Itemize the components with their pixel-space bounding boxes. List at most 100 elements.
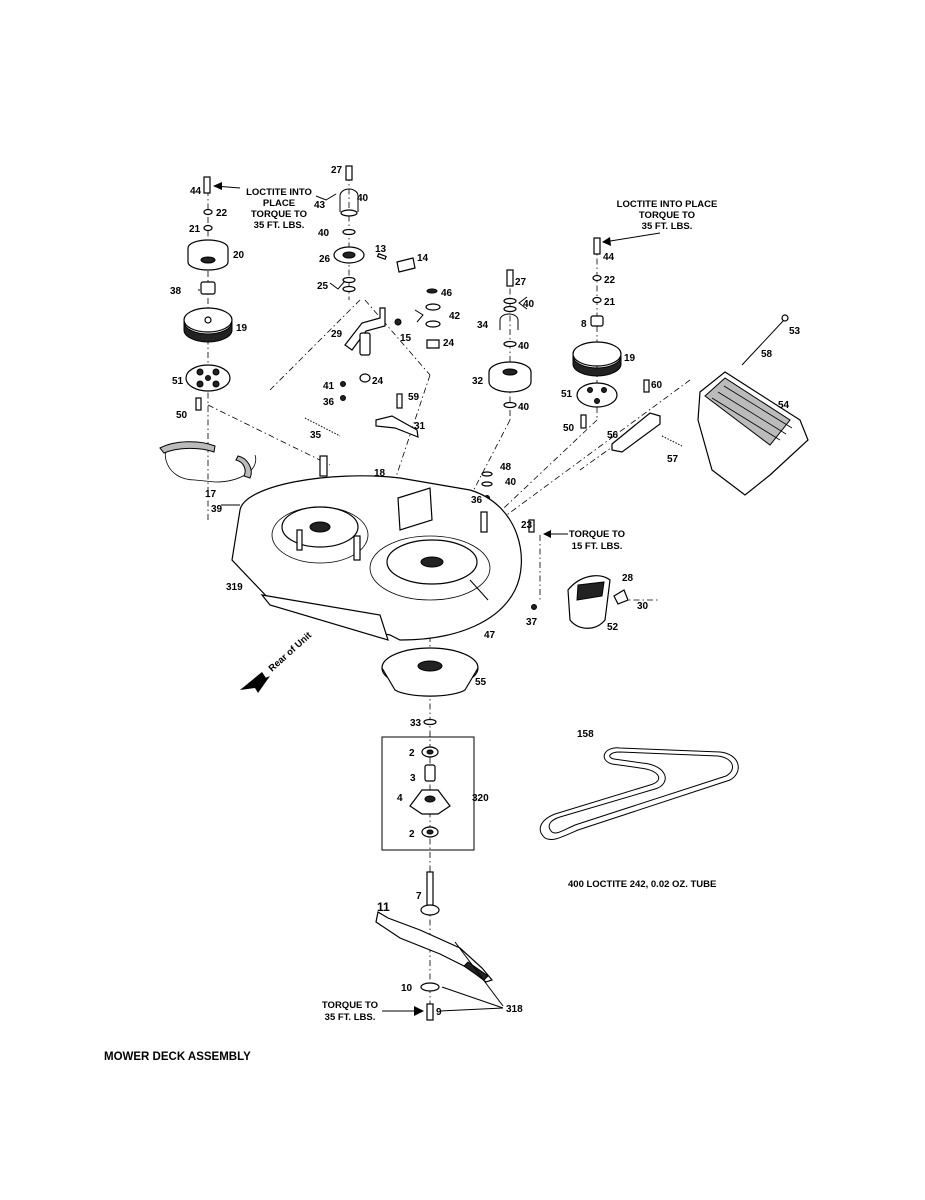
callout: 17: [205, 489, 217, 500]
callout: 31: [414, 421, 426, 432]
gear-19-right: [572, 341, 622, 367]
note-loctite-left-2: PLACE: [263, 198, 295, 209]
callout: 51: [561, 389, 573, 400]
bracket-43: [339, 188, 359, 212]
bolt-60: [643, 379, 650, 393]
spacer-3: [424, 764, 436, 782]
washers-42: [425, 320, 441, 328]
washer-48: [481, 471, 493, 477]
callout: 4: [397, 793, 403, 804]
spacer-38: [200, 281, 216, 295]
callout: 9: [436, 1007, 442, 1018]
callout: 37: [526, 617, 538, 628]
right-spindle-stack: [572, 237, 683, 453]
mower-deck-39: [231, 455, 537, 641]
callout: 50: [176, 410, 188, 421]
callout: 22: [604, 275, 616, 286]
callout: 21: [604, 297, 616, 308]
bolt-44-right: [593, 237, 601, 255]
callout: 27: [331, 165, 343, 176]
note-torque15-1: TORQUE TO: [569, 529, 625, 540]
callout: 58: [761, 349, 773, 360]
note-loctite-right-3: 35 FT. LBS.: [642, 221, 693, 232]
callout: 43: [314, 200, 326, 211]
note-loctite-part-400: 400 LOCTITE 242, 0.02 OZ. TUBE: [568, 879, 716, 890]
washer-21-left: [203, 224, 213, 232]
nut-37: [531, 604, 537, 610]
left-spindle-stack: [159, 176, 257, 483]
callout: 41: [323, 381, 335, 392]
callout: 52: [607, 622, 619, 633]
spacer-8: [590, 315, 604, 327]
bracket-56: [611, 412, 661, 453]
washer-41: [340, 381, 346, 387]
diagram-title: MOWER DECK ASSEMBLY: [104, 1051, 251, 1063]
nut-15: [394, 318, 402, 326]
callout: 21: [189, 224, 201, 235]
callout: 18: [374, 468, 386, 479]
callout: 50: [563, 423, 575, 434]
deck-bracket-18: [397, 487, 433, 531]
callout: 8: [581, 319, 587, 330]
callout: 2: [409, 829, 415, 840]
callout: 26: [319, 254, 331, 265]
leader-lines: [198, 182, 661, 1016]
callout: 36: [471, 495, 483, 506]
callout: 158: [577, 729, 594, 740]
callout: 27: [515, 277, 527, 288]
bolt-9: [426, 1003, 434, 1021]
bolt-27-top: [345, 165, 353, 181]
bolt-13: [376, 252, 387, 261]
callout: 42: [449, 311, 461, 322]
spindle-assembly-320: [381, 736, 475, 851]
callout: 19: [236, 323, 248, 334]
note-loctite-left-3: TORQUE TO: [251, 209, 307, 220]
blade-11: [375, 911, 494, 983]
pin-53: [781, 314, 789, 322]
note-torque-bottom-2: 35 FT. LBS.: [325, 1012, 376, 1023]
callout: 51: [172, 376, 184, 387]
rear-arrow: [240, 672, 270, 693]
bolt-59: [396, 393, 403, 409]
clip-46: [426, 288, 438, 294]
callout: 30: [637, 601, 649, 612]
note-loctite-right-2: TORQUE TO: [639, 210, 695, 221]
callout: 24: [443, 338, 455, 349]
callout: 33: [410, 718, 422, 729]
callout: 2: [409, 748, 415, 759]
blade-assembly-318: [375, 871, 494, 1021]
note-rear-of-unit: Rear of Unit: [267, 629, 315, 674]
clip-28: [613, 589, 629, 605]
rod-58: [741, 319, 785, 366]
spring-35: [304, 417, 341, 437]
callout: 36: [323, 397, 335, 408]
callout: 15: [400, 333, 412, 344]
callout: 46: [441, 288, 453, 299]
callout: 319: [226, 582, 243, 593]
callout: 53: [789, 326, 801, 337]
bolt-44-left: [203, 176, 211, 194]
callout: 40: [518, 402, 530, 413]
bolt-23: [528, 519, 535, 533]
callout: 20: [233, 250, 245, 261]
callout: 7: [416, 891, 422, 902]
callout: 48: [500, 462, 512, 473]
callout: 22: [216, 208, 228, 219]
note-loctite-right-1: LOCTITE INTO PLACE: [617, 199, 718, 210]
discharge-chute-54: [697, 314, 809, 496]
callout: 40: [505, 477, 517, 488]
callout: 55: [475, 677, 487, 688]
bolt-50-right: [580, 414, 587, 429]
washer-40-bottom: [503, 401, 517, 409]
callout: 44: [190, 186, 202, 197]
callout: 60: [651, 380, 663, 391]
note-loctite-left-1: LOCTITE INTO: [246, 187, 312, 198]
spindle-shaft-7: [426, 871, 434, 907]
callout: 54: [778, 400, 790, 411]
bracket-29: [344, 307, 386, 351]
note-loctite-left-4: 35 FT. LBS.: [254, 220, 305, 231]
callout: 32: [472, 376, 484, 387]
idler-stack: [304, 165, 441, 438]
washer-40-mid: [503, 340, 517, 348]
plate-51-right: [576, 382, 618, 408]
